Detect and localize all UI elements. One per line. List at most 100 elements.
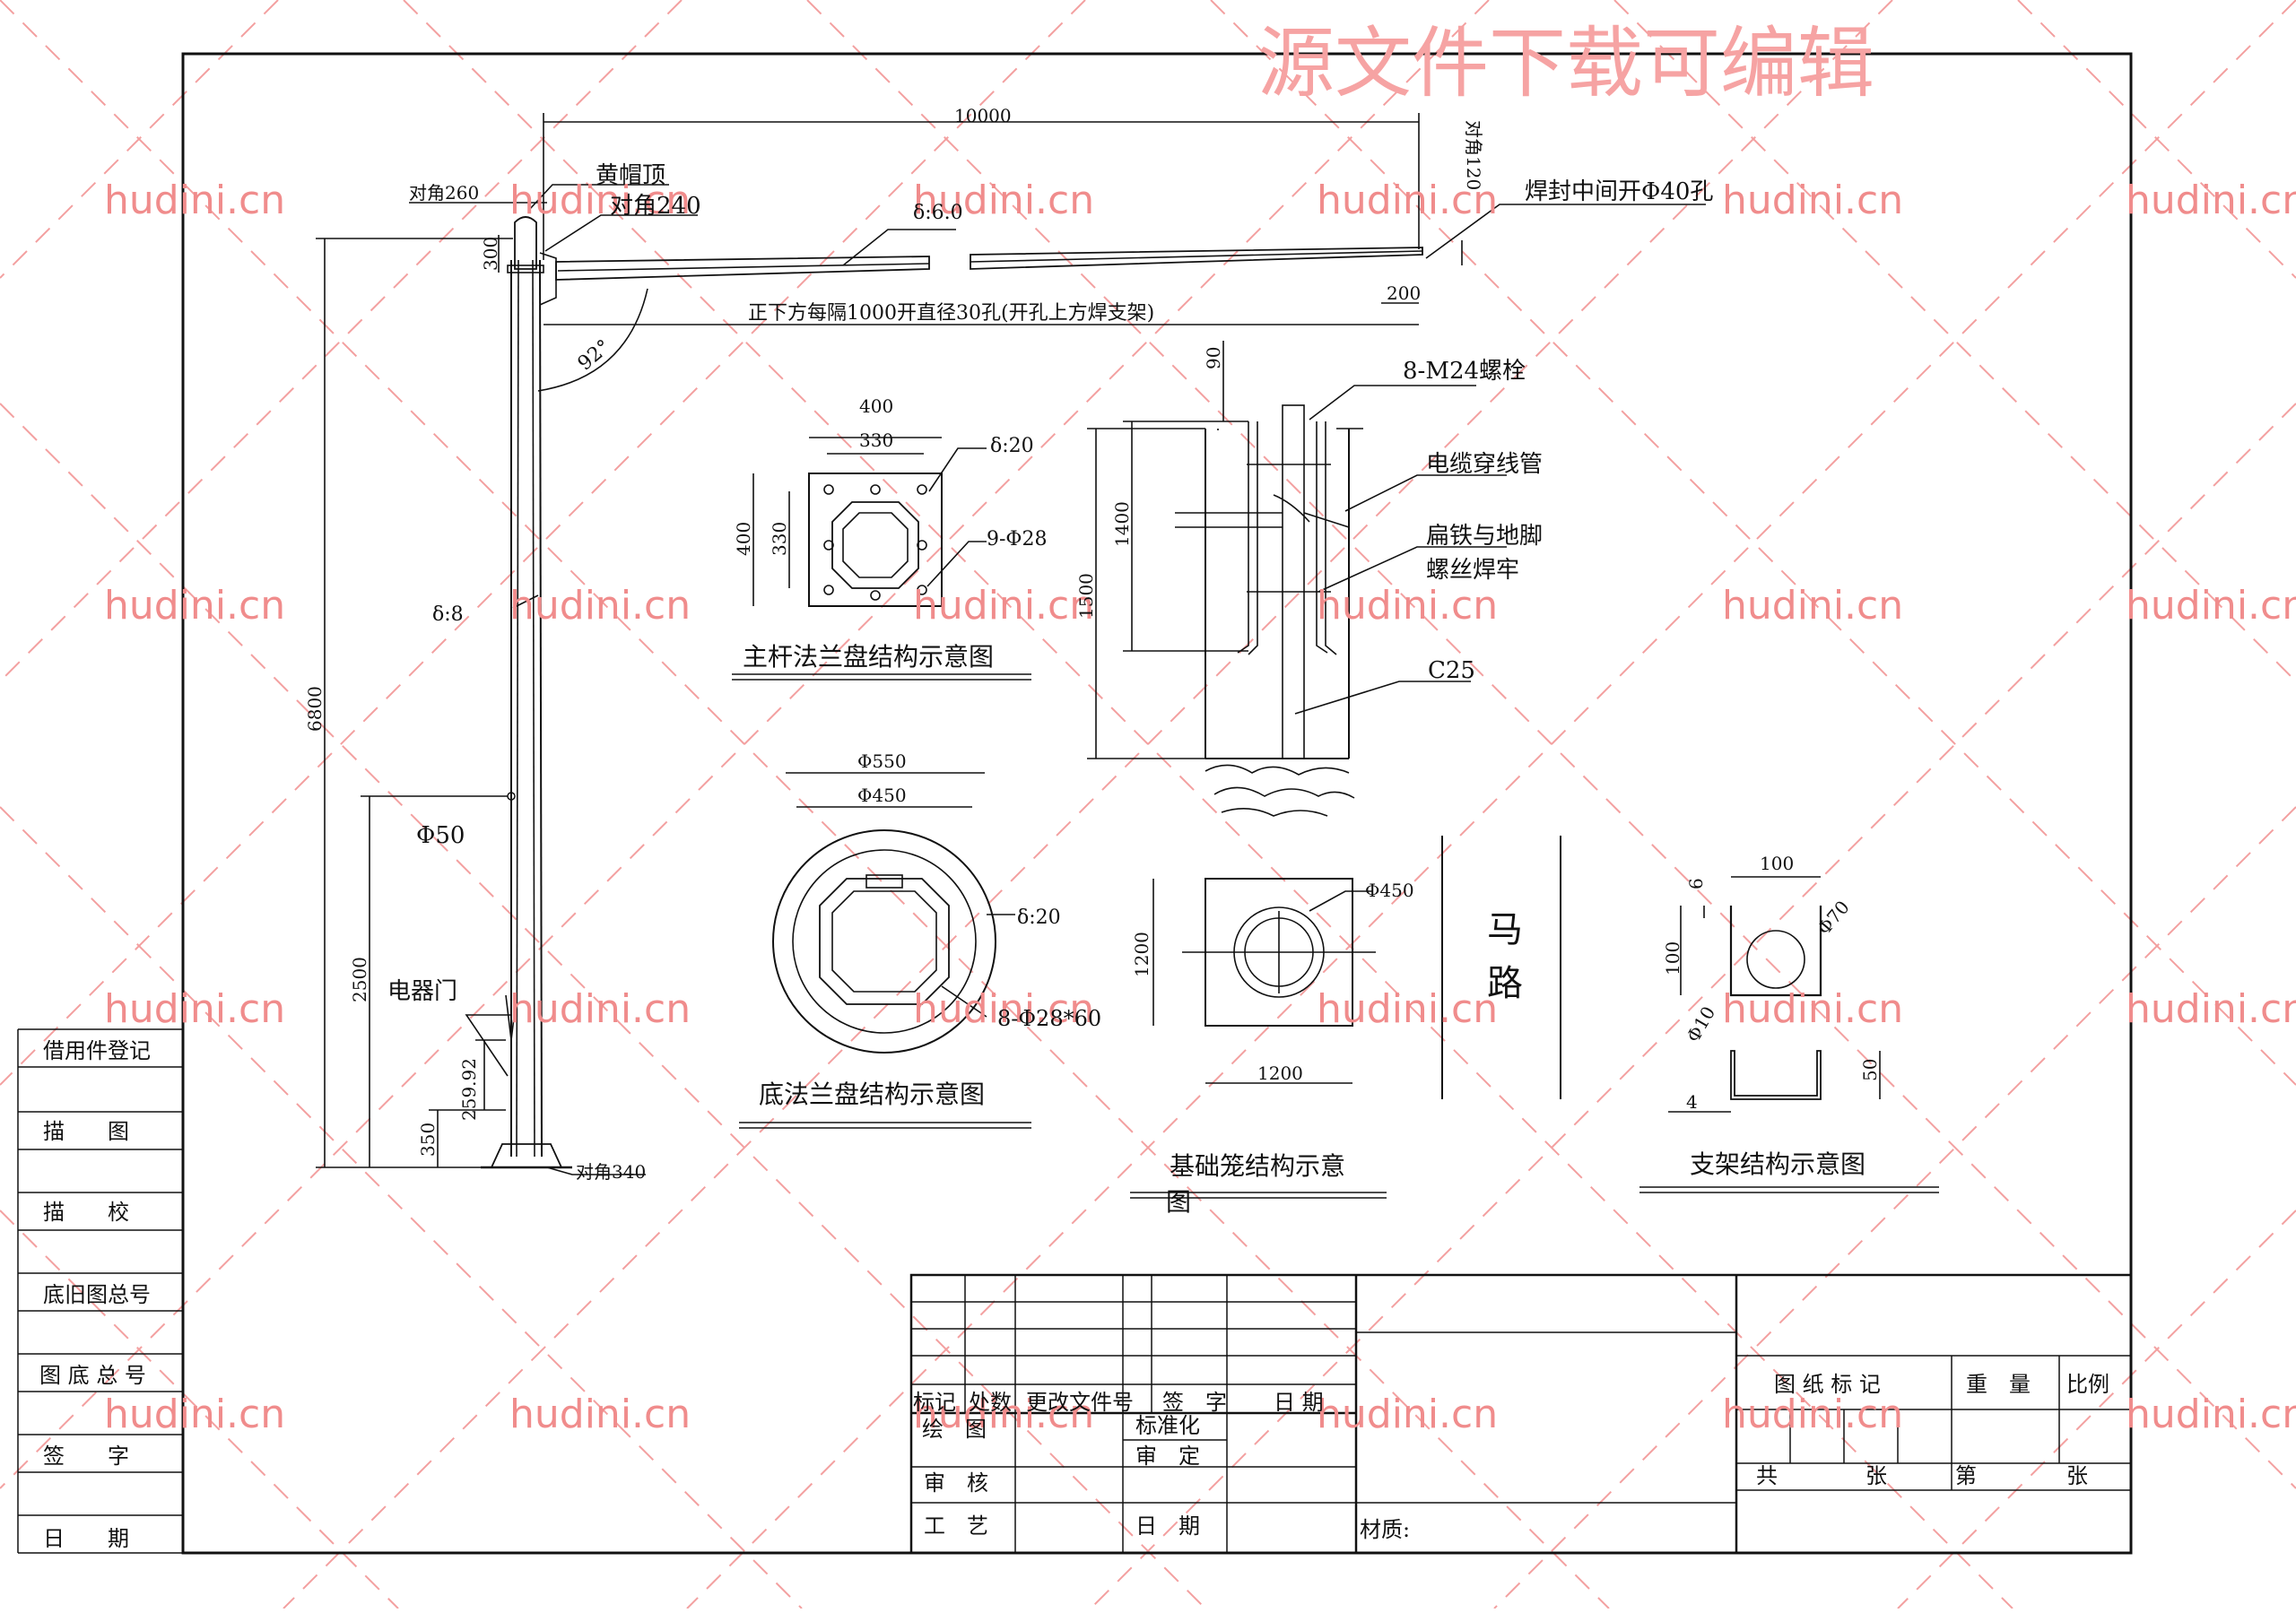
foundation-labels: 90 8-M24螺栓 电缆穿线管 扁铁与地脚 螺丝焊牢 1400 1500 C2… — [1075, 347, 1543, 1217]
left-label-trace: 描 图 — [43, 1119, 129, 1144]
dim-top-diag-240: 对角240 — [610, 193, 701, 220]
watermark-site: hudini.cn — [104, 583, 285, 629]
foundation-section — [1087, 341, 1507, 1199]
foundation-title-2: 图 — [1166, 1187, 1191, 1217]
rev-header-mark: 标记 — [913, 1390, 956, 1415]
watermark-site: hudini.cn — [1317, 1392, 1498, 1437]
bracket-title: 支架结构示意图 — [1690, 1149, 1866, 1179]
tb-process: 工 艺 — [924, 1513, 988, 1539]
tb-material: 材质: — [1360, 1517, 1410, 1542]
dim-base-height: 350 — [417, 1123, 439, 1157]
dim-bracket-gap: 6 — [1685, 878, 1707, 889]
tb-checked: 审 核 — [924, 1470, 988, 1496]
main-flange-drawing — [732, 437, 1031, 681]
left-column-labels: 借用件登记 描 图 描 校 底旧图总号 图 底 总 号 签 字 日 期 — [39, 1038, 151, 1551]
left-label-base-no: 图 底 总 号 — [39, 1363, 146, 1388]
left-label-date: 日 期 — [43, 1526, 129, 1551]
tb-standardization: 标准化 — [1135, 1413, 1200, 1438]
watermark-site: hudini.cn — [1317, 178, 1498, 223]
watermark-site: hudini.cn — [913, 178, 1094, 223]
rev-header-count: 处数 — [969, 1390, 1012, 1415]
flat-iron-label-2: 螺丝焊牢 — [1426, 557, 1519, 584]
flange-thickness: δ:20 — [990, 435, 1034, 457]
rev-header-doc: 更改文件号 — [1026, 1390, 1134, 1415]
tb-total-sheets-a: 共 — [1756, 1463, 1778, 1488]
watermark-site: hudini.cn — [509, 1392, 691, 1437]
main-flange-labels: 400 330 400 330 δ:20 9-Φ28 主杆法兰盘结构示意图 — [733, 395, 1047, 672]
dim-bracket-10: Φ10 — [1683, 1002, 1720, 1045]
cap-label: 黄帽顶 — [596, 162, 665, 189]
dim-base-diag: 对角340 — [576, 1161, 646, 1183]
tb-drawing-mark: 图 纸 标 记 — [1774, 1372, 1881, 1397]
dim-bracket-4: 4 — [1686, 1091, 1698, 1113]
road-char-1: 马 — [1487, 909, 1523, 950]
foundation-title-1: 基础笼结构示意 — [1170, 1151, 1345, 1181]
flange-holes: 9-Φ28 — [987, 528, 1047, 551]
watermark-site: hudini.cn — [1722, 1392, 1903, 1437]
tb-sheet-no-b: 张 — [2066, 1463, 2088, 1488]
watermark-site: hudini.cn — [913, 1392, 1094, 1437]
dim-flange-outer-h: 400 — [733, 522, 754, 556]
watermark-site: hudini.cn — [104, 986, 285, 1032]
watermark-site: hudini.cn — [1722, 583, 1903, 629]
pole-elevation — [316, 113, 1706, 1175]
tb-drawn-by: 绘 图 — [922, 1417, 987, 1442]
dim-bracket-height: 100 — [1662, 941, 1683, 976]
watermark-site: hudini.cn — [1317, 986, 1498, 1032]
tb-approved: 审 定 — [1135, 1444, 1200, 1469]
sheet-frame — [17, 52, 2133, 1555]
left-label-old-no: 底旧图总号 — [43, 1282, 151, 1307]
dim-bracket-width: 100 — [1760, 853, 1794, 874]
dim-height-300: 300 — [480, 237, 501, 271]
watermark-site: hudini.cn — [509, 178, 691, 223]
tb-sheet-no-a: 第 — [1955, 1463, 1977, 1488]
left-label-borrow: 借用件登记 — [43, 1038, 151, 1063]
dim-plan-w: 1200 — [1257, 1062, 1303, 1084]
base-flange-labels: Φ550 Φ450 δ:20 8-Φ28*60 底法兰盘结构示意图 — [759, 750, 1101, 1109]
watermark-site: hudini.cn — [2126, 583, 2296, 629]
dim-depth-1400: 1400 — [1111, 501, 1133, 547]
rev-header-sign: 签 字 — [1162, 1390, 1227, 1415]
tb-scale: 比例 — [2066, 1372, 2109, 1397]
weld-note: 焊封中间开Φ40孔 — [1525, 178, 1713, 205]
watermark-text: 源文件下载可编辑 hudini.cn hudini.cn hudini.cn h… — [104, 19, 2296, 1437]
dim-door-height: 2500 — [349, 957, 370, 1002]
dim-total-length: 10000 — [954, 105, 1012, 126]
left-label-sign: 签 字 — [43, 1444, 129, 1469]
arm-thickness: δ:6.0 — [913, 202, 963, 224]
rev-header-date: 日 期 — [1274, 1390, 1324, 1415]
dim-total-height: 6800 — [304, 686, 326, 732]
watermark-site: hudini.cn — [509, 583, 691, 629]
dim-base-outer-d: Φ550 — [857, 750, 907, 772]
dim-90: 90 — [1203, 347, 1224, 369]
title-block-labels: 标记 处数 更改文件号 签 字 日 期 绘 图 标准化 审 核 审 定 工 艺 … — [913, 1372, 2109, 1542]
concrete-grade: C25 — [1428, 657, 1475, 684]
title-block-grid — [909, 1273, 2133, 1555]
dim-plan-h: 1200 — [1131, 932, 1152, 977]
hole-note: 正下方每隔1000开直径30孔(开孔上方焊支架) — [748, 302, 1154, 325]
road-labels: 马 路 — [1487, 909, 1523, 1004]
watermark-site: hudini.cn — [509, 986, 691, 1032]
flat-iron-label-1: 扁铁与地脚 — [1426, 523, 1543, 550]
watermark-site: hudini.cn — [2126, 178, 2296, 223]
dim-tip-offset: 200 — [1387, 282, 1421, 304]
cable-pipe-label: 电缆穿线管 — [1426, 451, 1543, 478]
watermark-site: hudini.cn — [1317, 583, 1498, 629]
dim-tip-diagonal: 对角120 — [1463, 120, 1484, 190]
left-column-grid — [17, 1028, 183, 1554]
dim-top-diag-260: 对角260 — [409, 182, 479, 204]
watermark-site: hudini.cn — [2126, 986, 2296, 1032]
base-flange-holes: 8-Φ28*60 — [997, 1006, 1101, 1031]
dim-depth-1500: 1500 — [1075, 573, 1097, 619]
dim-door-size: 259.92 — [458, 1058, 480, 1121]
dim-plan-d: Φ450 — [1365, 880, 1414, 901]
tb-weight: 重 量 — [1966, 1372, 2031, 1397]
dim-flange-outer-w: 400 — [859, 395, 893, 417]
base-flange-title: 底法兰盘结构示意图 — [759, 1080, 985, 1109]
main-flange-title: 主杆法兰盘结构示意图 — [743, 642, 994, 672]
tb-date: 日 期 — [1135, 1513, 1200, 1539]
bracket-drawing — [1639, 876, 1939, 1193]
